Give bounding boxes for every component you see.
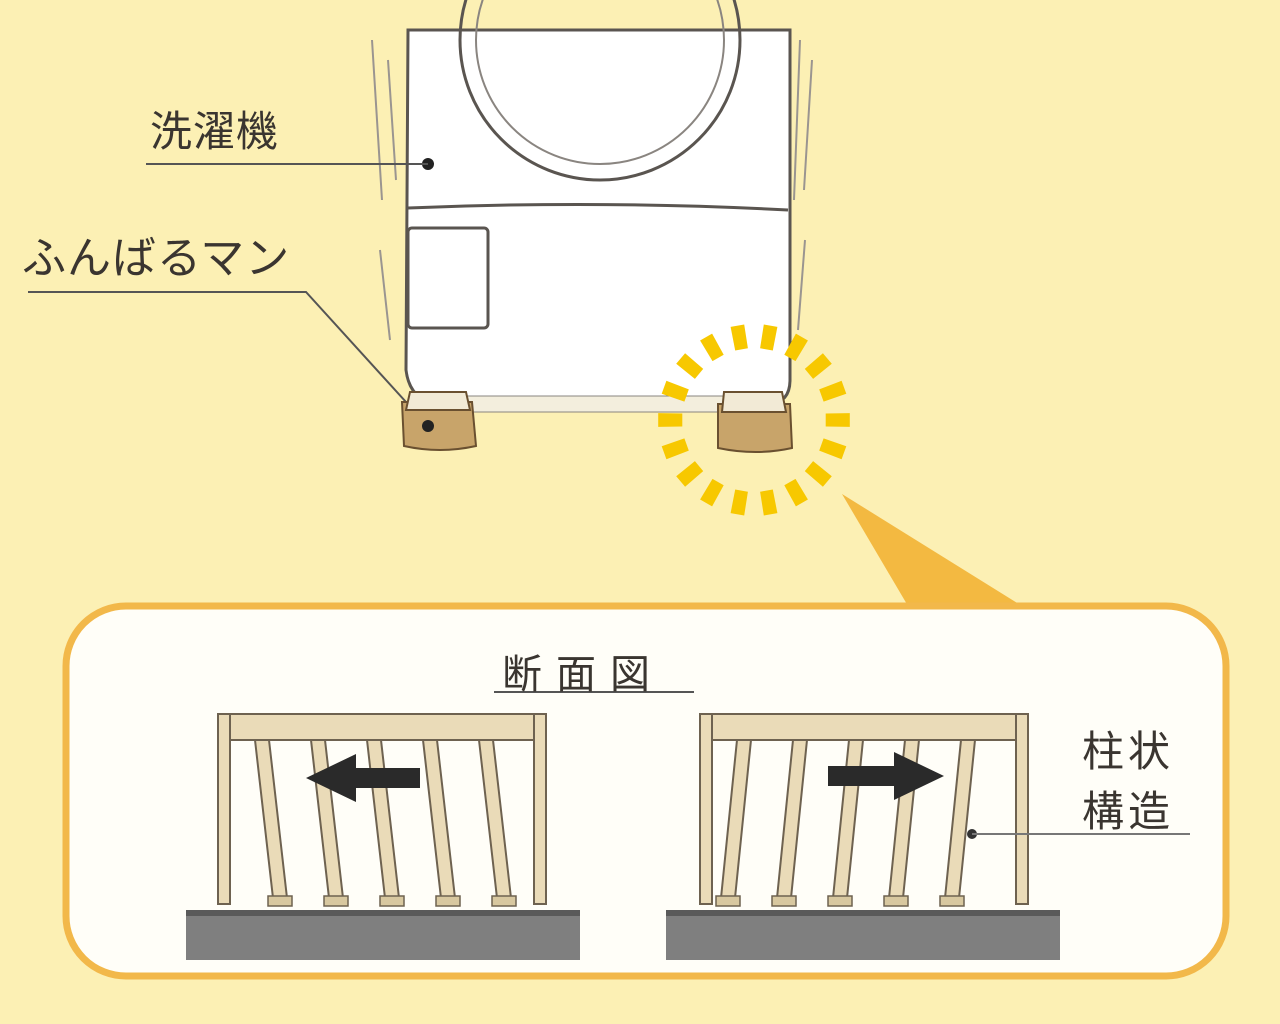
burst-ray <box>700 478 724 507</box>
right-anti-vibration-pad <box>717 391 794 453</box>
burst-ray <box>825 413 850 427</box>
washer-door-inner <box>475 0 725 165</box>
burst-ray <box>784 478 808 507</box>
leader-lines <box>28 163 428 425</box>
burst-ray <box>760 489 778 516</box>
left-anti-vibration-pad <box>400 391 478 451</box>
washer-label: 洗濯機 <box>150 107 280 156</box>
floor-left <box>186 910 580 960</box>
structure-pillar-foot <box>827 895 853 907</box>
burst-ray <box>784 333 808 362</box>
washer-drawer <box>406 226 490 330</box>
burst-ray <box>804 461 832 487</box>
structure-side-wall-left <box>699 713 713 905</box>
cross-section-panel <box>62 602 1230 980</box>
burst-ray <box>760 324 778 351</box>
burst-ray <box>819 438 847 460</box>
structure-pillar-foot <box>379 895 405 907</box>
structure-side-wall-right <box>533 713 547 905</box>
funbaruman-label: ふんばるマン <box>22 233 291 284</box>
burst-ray <box>730 489 748 516</box>
burst-ray <box>804 353 832 379</box>
washing-machine <box>371 0 813 413</box>
pillar-structure-label-line1: 柱状 <box>1082 727 1175 776</box>
callout-pointer <box>842 494 1022 606</box>
burst-ray <box>730 324 748 351</box>
structure-pillar-foot <box>771 895 797 907</box>
vibration-lines <box>371 39 813 341</box>
structure-pillar-foot <box>491 895 517 907</box>
burst-ray <box>658 413 683 427</box>
highlight-burst <box>658 324 850 516</box>
structure-pillar-foot <box>435 895 461 907</box>
washer-door <box>458 0 742 182</box>
burst-ray <box>700 333 724 362</box>
burst-ray <box>676 461 704 487</box>
arrow-right-icon <box>828 752 944 800</box>
cross-section-structure-right <box>699 713 1029 907</box>
structure-pillar-foot <box>267 895 293 907</box>
structure-pillar-foot <box>939 895 965 907</box>
structure-top-plate <box>699 713 1029 741</box>
structure-side-wall-right <box>1015 713 1029 905</box>
washer-panel-line <box>407 202 789 212</box>
structure-side-wall-left <box>217 713 231 905</box>
burst-ray <box>661 438 689 460</box>
structure-pillar-foot <box>715 895 741 907</box>
structure-pillar-foot <box>883 895 909 907</box>
structure-pillar-foot <box>323 895 349 907</box>
burst-ray <box>819 380 847 402</box>
burst-ray <box>661 380 689 402</box>
arrow-left-icon <box>306 754 420 802</box>
floor-right <box>666 910 1060 960</box>
structure-top-plate <box>217 713 547 741</box>
funbaru-leader-line <box>28 291 427 425</box>
pillar-structure-label-line2: 構造 <box>1082 787 1175 836</box>
burst-ray <box>676 353 704 379</box>
pillar-leader <box>967 829 1190 839</box>
cross-section-title: 断面図 <box>502 652 664 698</box>
